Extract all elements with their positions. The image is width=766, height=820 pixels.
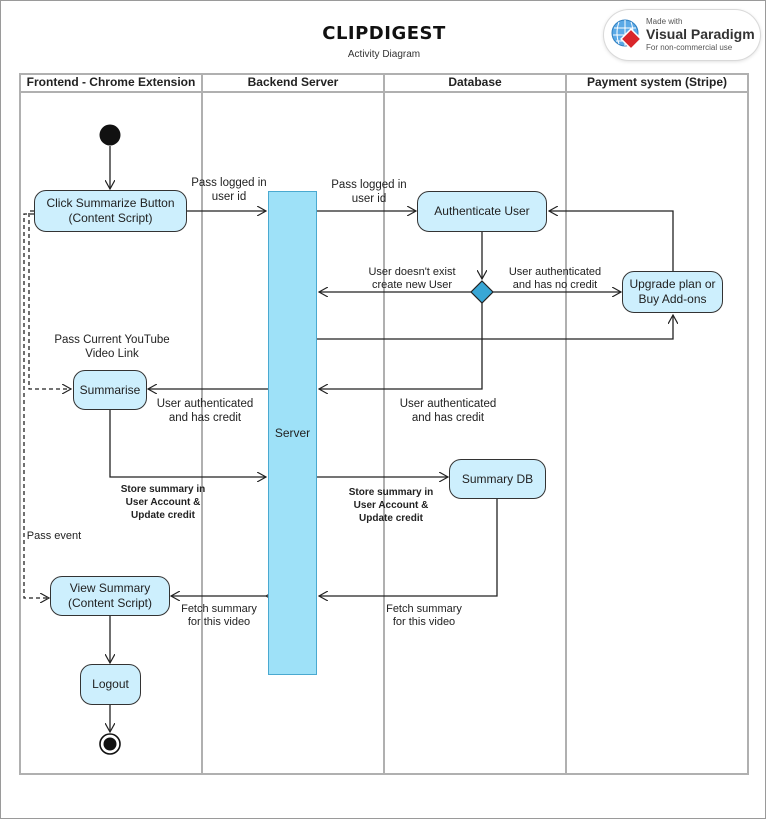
lane-header-frontend: Frontend - Chrome Extension [26,75,196,89]
decision-node [470,280,494,304]
summarise-node[interactable]: Summarise [73,370,147,410]
visual-paradigm-watermark: Made with Visual Paradigm For non-commer… [604,10,760,60]
diagram-subtitle: Activity Diagram [347,49,421,60]
edge-label-pass-link: Pass Current YouTube Video Link [54,334,170,360]
edge-label-pass-user-backend: Pass logged in user id [331,179,407,205]
click-summarize-node[interactable]: Click Summarize Button (Content Script) [34,190,187,232]
edge-label-auth-credit-left: User authenticated and has credit [156,398,254,424]
upgrade-plan-node[interactable]: Upgrade plan or Buy Add-ons [622,271,723,313]
swimlane-frame [19,73,749,775]
initial-node [99,124,121,146]
edge-click-to-view-dashed [23,213,49,598]
edge-label-pass-user-frontend: Pass logged in user id [191,177,267,203]
dashed-edges [23,210,71,598]
edge-label-store-left: Store summary in User Account & Update c… [120,484,206,521]
flow-edges [110,146,673,732]
edge-label-store-right: Store summary in User Account & Update c… [348,487,434,524]
server-node[interactable]: Server [268,191,317,675]
edge-label-fetch-left: Fetch summary for this video [181,603,257,628]
lane-header-database: Database [448,75,502,89]
edge-summarise-to-server [109,410,266,477]
edge-summarydb-to-server [319,498,498,596]
watermark-note: For non-commercial use [646,43,733,52]
lane-header-backend: Backend Server [247,75,339,89]
lane-header-payment: Payment system (Stripe) [586,75,728,89]
edge-label-auth-no-credit: User authenticated and has no credit [508,266,602,291]
edge-label-user-not-exist: User doesn't exist create new User [368,266,456,291]
watermark-brand: Visual Paradigm [646,26,755,42]
edge-server-to-upgrade [317,315,673,340]
edge-upgrade-to-auth [549,211,674,271]
final-node [99,733,121,755]
edge-label-fetch-right: Fetch summary for this video [386,603,462,628]
authenticate-user-node[interactable]: Authenticate User [417,191,547,232]
summary-db-node[interactable]: Summary DB [449,459,546,499]
watermark-made-with: Made with [646,17,683,26]
edge-click-to-summarise-dashed [28,210,71,389]
edge-label-auth-credit-right: User authenticated and has credit [399,398,497,424]
view-summary-node[interactable]: View Summary (Content Script) [50,576,170,616]
edge-label-pass-event: Pass event [26,530,82,542]
diagram-title: CLIPDIGEST [322,23,446,44]
logout-node[interactable]: Logout [80,664,141,705]
edge-decision-to-server-credit [319,303,483,389]
visual-paradigm-logo-icon [611,19,642,50]
